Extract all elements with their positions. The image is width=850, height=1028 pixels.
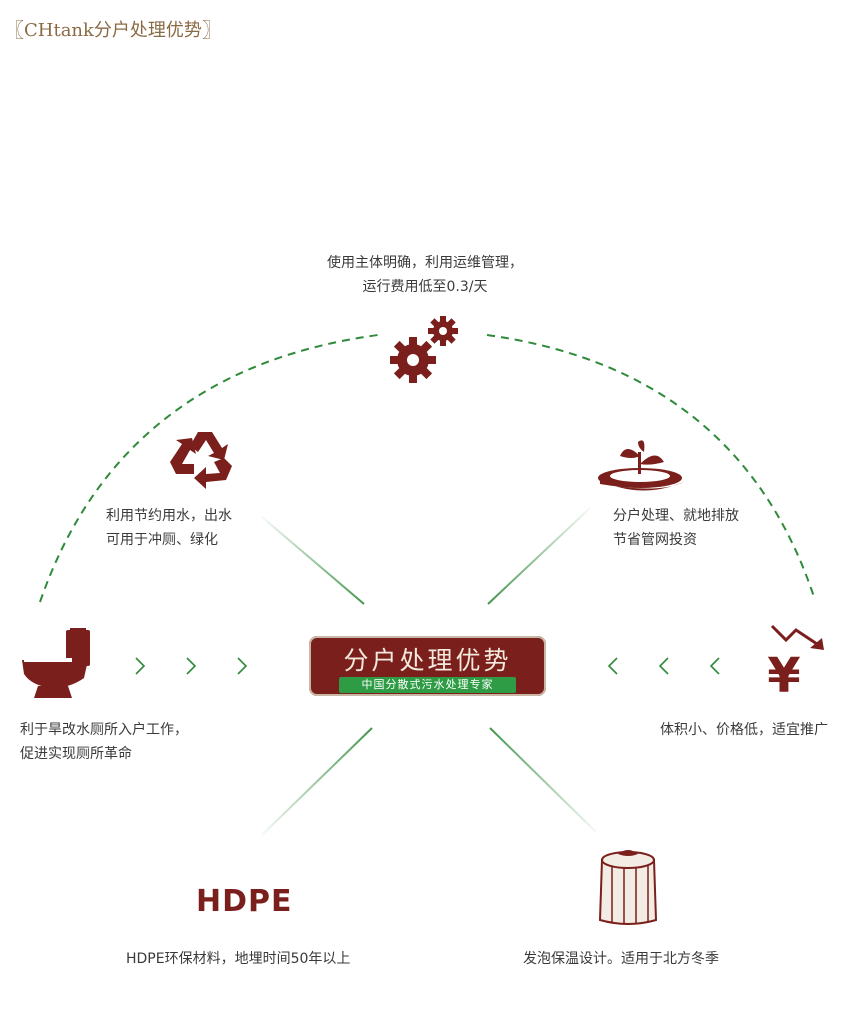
tank-icon (598, 850, 658, 925)
top-caption-line1: 使用主体明确，利用运维管理， (327, 255, 523, 271)
yen-down-icon: ¥ (767, 624, 824, 704)
upper-left-caption-line1: 利用节约用水，出水 (106, 508, 232, 524)
center-badge: 分户处理优势 中国分散式污水处理专家 (309, 636, 546, 696)
top-caption: 使用主体明确，利用运维管理， 运行费用低至0.3/天 (275, 251, 575, 299)
right-caption-line1: 体积小、价格低，适宜推广 (660, 722, 828, 738)
svg-text:¥: ¥ (767, 648, 800, 704)
upper-right-caption-line2: 节省管网投资 (613, 532, 697, 548)
left-caption-line1: 利于旱改水厕所入户工作， (20, 722, 188, 738)
left-caption: 利于旱改水厕所入户工作， 促进实现厕所革命 (20, 718, 188, 766)
badge-subtitle: 中国分散式污水处理专家 (339, 677, 516, 693)
ray-upper-right (487, 507, 591, 605)
bottom-left-caption: HDPE环保材料，地埋时间50年以上 (126, 951, 351, 967)
header-title: CHtank分户处理优势 (24, 19, 202, 41)
left-caption-line2: 促进实现厕所革命 (20, 746, 132, 762)
toilet-icon (22, 628, 90, 698)
gears-icon (390, 316, 458, 383)
chevrons-left (607, 657, 720, 675)
dashed-arc-left (39, 334, 379, 603)
recycle-icon (170, 432, 232, 489)
ray-upper-left (261, 516, 365, 605)
dashed-arc-right (486, 334, 816, 601)
upper-right-caption-line1: 分户处理、就地排放 (613, 508, 739, 524)
bottom-right-caption: 发泡保温设计。适用于北方冬季 (523, 951, 719, 967)
hdpe-label: HDPE (196, 884, 293, 919)
top-caption-line2: 运行费用低至0.3/天 (362, 279, 488, 295)
ray-lower-left (261, 727, 373, 836)
sprout-icon (598, 440, 684, 491)
header-left-bracket: 〖 (4, 18, 24, 42)
upper-right-caption: 分户处理、就地排放 节省管网投资 (613, 504, 739, 552)
ray-lower-right (489, 727, 597, 833)
right-caption: 体积小、价格低，适宜推广 (660, 718, 828, 742)
badge-title: 分户处理优势 (343, 646, 512, 675)
header-right-bracket: 〗 (201, 18, 222, 42)
upper-left-caption-line2: 可用于冲厕、绿化 (106, 532, 218, 548)
page-header: 〖 CHtank分户处理优势 〗 (4, 14, 222, 43)
upper-left-caption: 利用节约用水，出水 可用于冲厕、绿化 (106, 504, 232, 552)
chevrons-right (135, 657, 248, 675)
